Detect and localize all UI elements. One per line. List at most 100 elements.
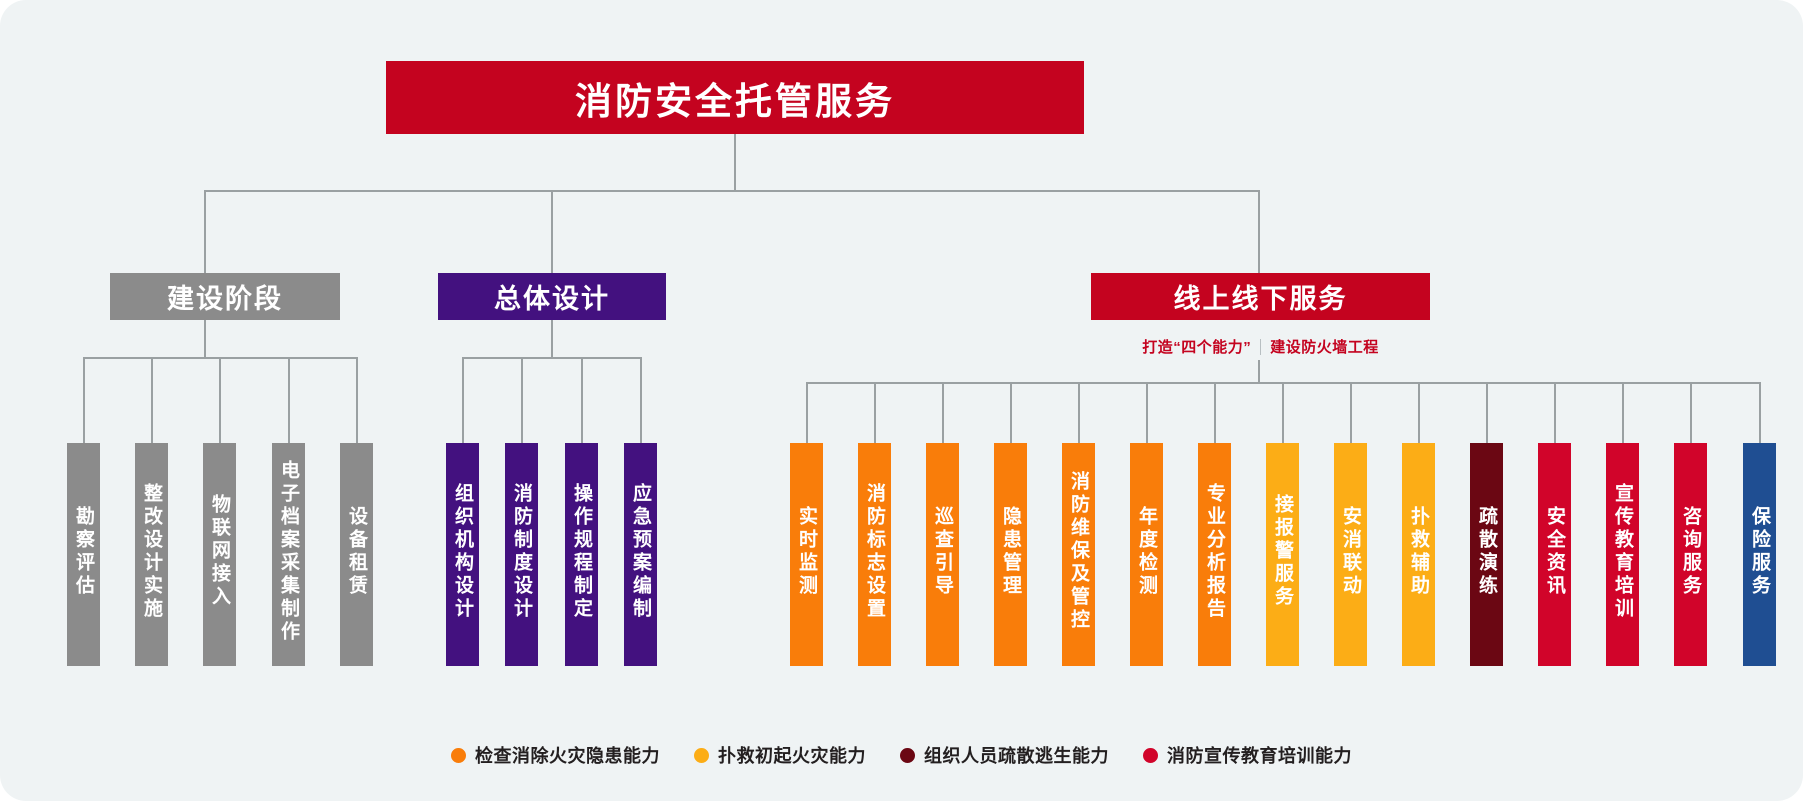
connector-construction-drop-1 (151, 357, 153, 443)
node-online-7[interactable]: 接报警服务 (1266, 443, 1299, 666)
diagram-title: 消防安全托管服务 (386, 61, 1084, 134)
node-overall-3[interactable]: 应急预案编制 (624, 443, 657, 666)
legend-dot-icon (1143, 747, 1158, 763)
node-online-7-label: 接报警服务 (1272, 494, 1293, 609)
connector-online-drop-13 (1690, 382, 1692, 443)
connector-to-section-online-offline (1258, 190, 1260, 273)
node-online-5[interactable]: 年度检测 (1130, 443, 1163, 666)
node-construction-1[interactable]: 整改设计实施 (135, 443, 168, 666)
node-construction-3[interactable]: 电子档案采集制作 (272, 443, 305, 666)
legend-item-3[interactable]: 消防宣传教育培训能力 (1143, 742, 1352, 768)
connector-overall-stem (551, 320, 553, 357)
connector-online-drop-14 (1759, 382, 1761, 443)
subtitle-left-text: 打造“四个能力” (1142, 339, 1252, 356)
legend-item-1[interactable]: 扑救初起火灾能力 (694, 742, 866, 768)
node-overall-0-label: 组织机构设计 (452, 482, 473, 621)
legend-item-2-label: 组织人员疏散逃生能力 (924, 746, 1109, 766)
node-online-4[interactable]: 消防维保及管控 (1062, 443, 1095, 666)
connector-online-drop-8 (1350, 382, 1352, 443)
connector-online-drop-10 (1486, 382, 1488, 443)
node-construction-4-label: 设备租赁 (346, 505, 367, 598)
connector-to-section-overall-design (551, 190, 553, 273)
connector-overall-drop-3 (640, 357, 642, 443)
subtitle-right-text: 建设防火墙工程 (1270, 339, 1379, 356)
node-construction-2[interactable]: 物联网接入 (203, 443, 236, 666)
node-online-5-label: 年度检测 (1136, 505, 1157, 598)
diagram-title-text: 消防安全托管服务 (575, 80, 895, 122)
node-online-14-label: 保险服务 (1749, 505, 1770, 598)
legend-dot-icon (900, 747, 915, 763)
node-online-14[interactable]: 保险服务 (1743, 443, 1776, 666)
legend-item-3-label: 消防宣传教育培训能力 (1167, 746, 1352, 766)
connector-online-drop-1 (874, 382, 876, 443)
node-online-11-label: 安全资讯 (1544, 505, 1565, 598)
node-overall-2[interactable]: 操作规程制定 (565, 443, 598, 666)
connector-overall-drop-0 (462, 357, 464, 443)
section-header-online-offline[interactable]: 线上线下服务 (1091, 273, 1430, 320)
legend-dot-icon (694, 747, 709, 763)
node-online-3-label: 隐患管理 (1000, 505, 1021, 598)
node-online-4-label: 消防维保及管控 (1068, 471, 1089, 632)
connector-overall-drop-1 (521, 357, 523, 443)
node-online-1[interactable]: 消防标志设置 (858, 443, 891, 666)
node-construction-0-label: 勘察评估 (73, 505, 94, 598)
node-online-8[interactable]: 安消联动 (1334, 443, 1367, 666)
legend-item-2[interactable]: 组织人员疏散逃生能力 (900, 742, 1109, 768)
node-online-1-label: 消防标志设置 (864, 482, 885, 621)
node-overall-3-label: 应急预案编制 (630, 482, 651, 621)
node-online-13[interactable]: 咨询服务 (1674, 443, 1707, 666)
connector-construction-drop-3 (288, 357, 290, 443)
node-online-6-label: 专业分析报告 (1204, 482, 1225, 621)
node-online-6[interactable]: 专业分析报告 (1198, 443, 1231, 666)
node-online-8-label: 安消联动 (1340, 505, 1361, 598)
legend-item-0[interactable]: 检查消除火灾隐患能力 (451, 742, 660, 768)
connector-online-drop-2 (942, 382, 944, 443)
legend: 检查消除火灾隐患能力 扑救初起火灾能力 组织人员疏散逃生能力 消防宣传教育培训能… (0, 742, 1803, 768)
node-online-0[interactable]: 实时监测 (790, 443, 823, 666)
connector-construction-drop-0 (83, 357, 85, 443)
node-construction-3-label: 电子档案采集制作 (278, 459, 299, 644)
connector-to-section-construction (204, 190, 206, 273)
legend-dot-icon (451, 747, 466, 763)
connector-overall-drop-2 (581, 357, 583, 443)
node-online-12[interactable]: 宣传教育培训 (1606, 443, 1639, 666)
connector-online-drop-5 (1146, 382, 1148, 443)
connector-online-drop-11 (1554, 382, 1556, 443)
connector-online-drop-12 (1622, 382, 1624, 443)
node-online-0-label: 实时监测 (796, 505, 817, 598)
connector-overall-bus (462, 357, 641, 359)
section-subtitle-online-offline: 打造“四个能力” 建设防火墙工程 (1091, 336, 1430, 357)
node-online-10-label: 疏散演练 (1476, 505, 1497, 598)
connector-online-stem (1258, 360, 1260, 382)
node-construction-0[interactable]: 勘察评估 (67, 443, 100, 666)
section-header-online-offline-label: 线上线下服务 (1173, 284, 1348, 314)
node-online-12-label: 宣传教育培训 (1612, 482, 1633, 621)
connector-online-drop-0 (806, 382, 808, 443)
section-header-construction-label: 建设阶段 (167, 284, 283, 314)
section-header-construction[interactable]: 建设阶段 (110, 273, 340, 320)
node-online-2[interactable]: 巡查引导 (926, 443, 959, 666)
connector-online-drop-6 (1214, 382, 1216, 443)
node-online-9-label: 扑救辅助 (1408, 505, 1429, 598)
node-construction-1-label: 整改设计实施 (141, 482, 162, 621)
connector-online-drop-7 (1282, 382, 1284, 443)
node-overall-2-label: 操作规程制定 (571, 482, 592, 621)
node-construction-4[interactable]: 设备租赁 (340, 443, 373, 666)
node-overall-1-label: 消防制度设计 (511, 482, 532, 621)
node-online-10[interactable]: 疏散演练 (1470, 443, 1503, 666)
connector-level1-bus (204, 190, 1259, 192)
section-header-overall-design[interactable]: 总体设计 (438, 273, 666, 320)
node-overall-0[interactable]: 组织机构设计 (446, 443, 479, 666)
node-online-11[interactable]: 安全资讯 (1538, 443, 1571, 666)
subtitle-divider (1260, 338, 1262, 355)
node-online-3[interactable]: 隐患管理 (994, 443, 1027, 666)
legend-item-1-label: 扑救初起火灾能力 (718, 746, 866, 766)
node-online-13-label: 咨询服务 (1680, 505, 1701, 598)
node-online-2-label: 巡查引导 (932, 505, 953, 598)
section-header-overall-design-label: 总体设计 (494, 284, 610, 314)
connector-title-stem (734, 134, 736, 190)
node-overall-1[interactable]: 消防制度设计 (505, 443, 538, 666)
node-online-9[interactable]: 扑救辅助 (1402, 443, 1435, 666)
node-construction-2-label: 物联网接入 (209, 494, 230, 609)
